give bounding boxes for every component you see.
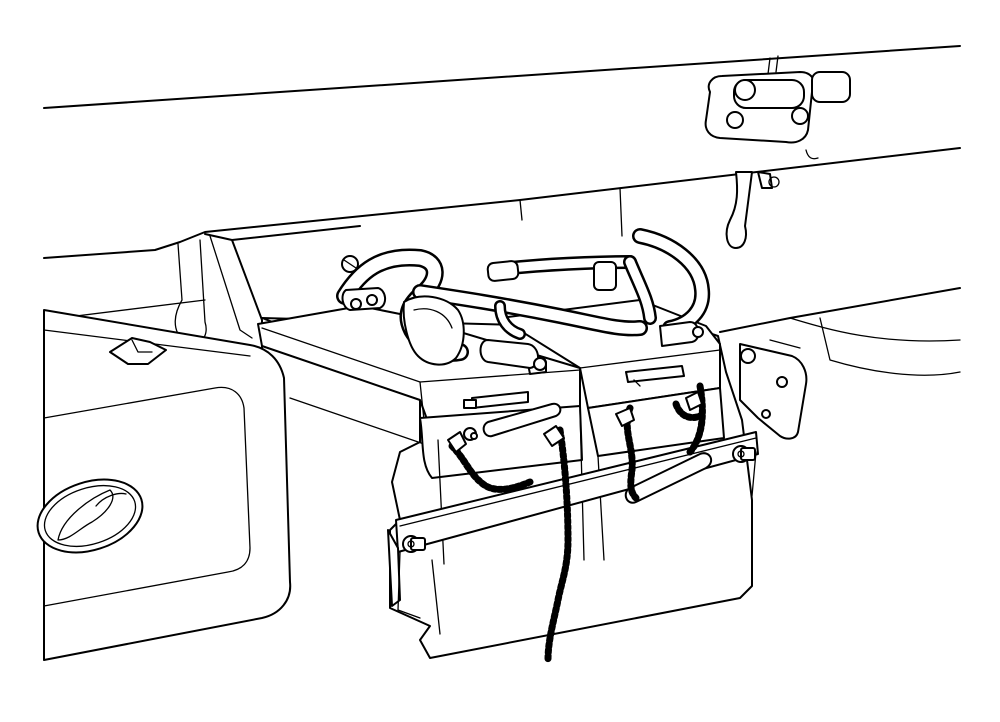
hold-down-bolt-right [732,445,756,463]
vent-tube-left [447,425,572,664]
step-panel [43,309,292,661]
carrying-handle-left [463,402,562,441]
frame-bracket-upper-right [704,55,851,160]
hold-down-bolt-left [402,535,426,553]
battery-cable-harness [336,228,711,371]
battery-hold-down-bar [387,431,759,619]
carrying-handle-right [624,452,713,504]
frame-hangers [725,171,780,249]
frame-side-plate [739,339,808,440]
hyundai-logo [36,478,144,554]
vent-tube-right [615,382,706,502]
